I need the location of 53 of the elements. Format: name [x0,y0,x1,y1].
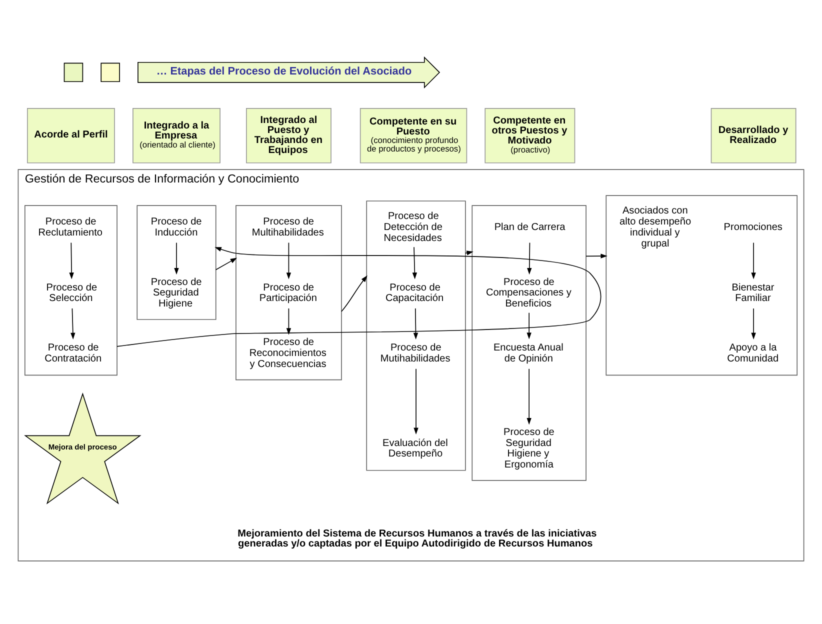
node-text: Plan de Carrera [494,221,566,232]
arrow [413,308,418,340]
node-text: Proceso de Compensaciones y Beneficios [486,276,572,310]
arrow [751,308,756,340]
node-text: Proceso de Seguridad Higiene [150,276,202,310]
arrow [286,308,292,334]
arrow [116,246,602,346]
node-box: Desarrollado y Realizado [710,108,796,163]
node-box [64,62,84,82]
arrow [414,368,418,434]
node-text: Proceso de Participación [259,282,317,304]
node-text: Asociados con alto desempeño individual y grupal [620,205,692,249]
arrow [70,308,76,340]
node-text: Promociones [724,221,782,232]
arrow [526,368,532,424]
node-box: Integrado a la Empresa (orientado al cliente) [132,108,220,163]
node-text: Proceso de Inducción [150,216,202,238]
arrow [751,242,756,279]
node-text: Bienestar Familiar [732,282,774,304]
arrow [341,274,368,312]
label: Mejoramiento del Sistema de Recursos Humanos a través de las iniciativas generadas y/o captadas por el Equipo Autodirigido de Recursos Humanos [238,528,597,549]
node-box: Integrado al Puesto y Trabajando en Equipos [246,108,332,163]
arrow [286,242,292,279]
node-text: Proceso de Seguridad Higiene y Ergonomía [504,426,554,470]
cluster [472,204,586,480]
node-text: Proceso de Mutihabilidades [380,342,450,364]
node-text: Proceso de Selección [46,282,98,304]
node-text: Apoyo a la Comunidad [727,342,779,364]
node-text: Proceso de Multihabilidades [252,216,324,238]
node-text: Evaluación del Desempeño [382,437,448,460]
arrow [586,253,608,258]
node-box: Competente en otros Puestos y Motivado (proactivo) [484,108,576,163]
cluster [366,200,466,470]
node-box: Competente en su Puesto (conocimiento profundo de productos y procesos) [360,108,468,163]
node-text: Proceso de Contratación [44,342,102,364]
node-box [100,62,120,82]
arrow [527,242,532,274]
node-box: Acorde al Perfil [27,108,115,163]
cluster [24,204,118,376]
arrow [412,246,418,279]
node-text: Proceso de Reclutamiento [38,216,103,238]
arrow [215,257,238,270]
node-text: Proceso de Detección de Necesidades [384,210,442,244]
node-text: Encuesta Anual de Opinión [493,342,564,364]
arrow [69,242,74,279]
cluster [236,204,342,380]
arrow [174,242,179,274]
cluster [136,204,216,320]
cluster [606,194,798,376]
node-text: Proceso de Capacitación [385,282,444,304]
arrow [526,312,532,339]
arrow [465,250,474,255]
node-text: Proceso de Reconocimientos y Consecuencias [249,336,326,370]
